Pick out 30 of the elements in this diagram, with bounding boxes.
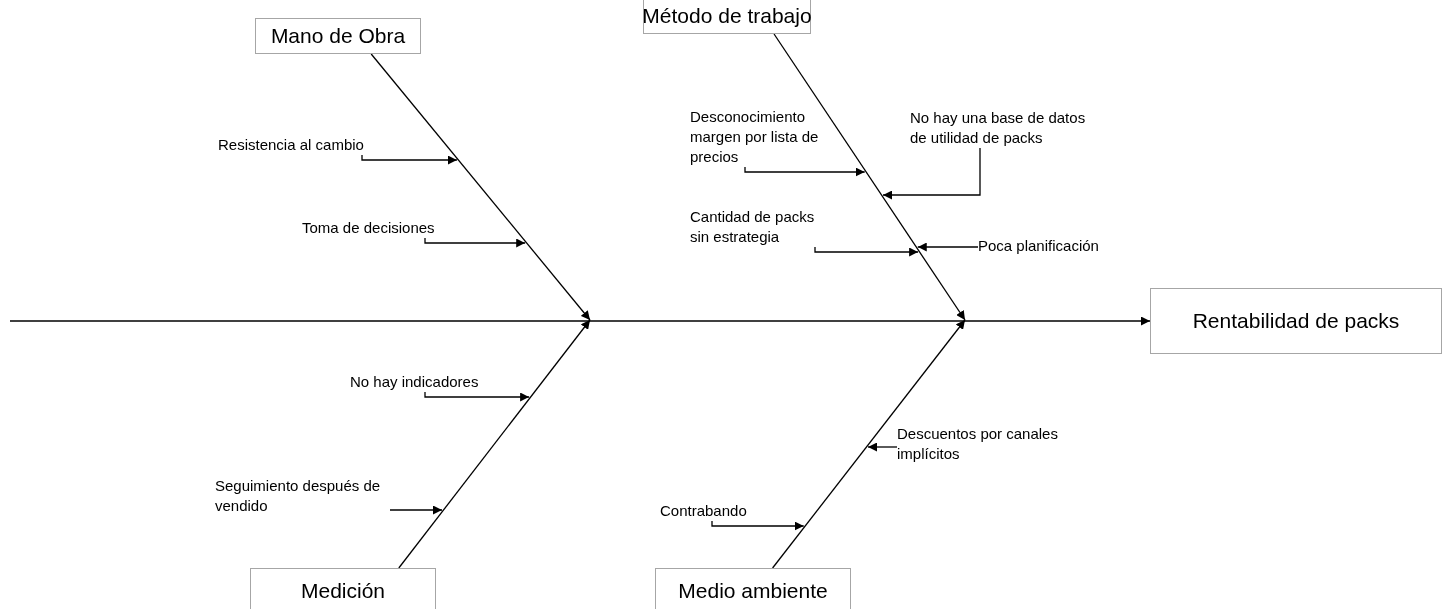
category-box: Medio ambiente (655, 568, 851, 609)
cause-label: Seguimiento después de vendido (215, 476, 390, 516)
cause-arrow (814, 246, 919, 257)
bone-arrow (771, 319, 966, 569)
cause-label: No hay una base de datos de utilidad de packs (910, 108, 1090, 148)
cause-label: Toma de decisiones (302, 218, 435, 238)
cause-arrow (744, 166, 866, 177)
cause-label: Descuentos por canales implícitos (897, 424, 1067, 464)
cause-arrow (711, 520, 805, 531)
bone-arrow (398, 319, 591, 569)
cause-label: Contrabando (660, 501, 747, 521)
category-box: Mano de Obra (255, 18, 421, 54)
bone-arrow (773, 33, 966, 321)
spine-arrow (9, 316, 1151, 326)
cause-label: No hay indicadores (350, 372, 479, 392)
cause-arrow (389, 505, 443, 515)
cause-arrow (867, 442, 898, 452)
category-box: Medición (250, 568, 436, 609)
cause-arrow (917, 242, 979, 252)
bone-arrow (370, 53, 591, 321)
cause-label: Desconocimiento margen por lista de precios (690, 107, 825, 167)
cause-arrow (882, 147, 981, 200)
category-box: Método de trabajo (643, 0, 811, 34)
cause-label: Resistencia al cambio (218, 135, 364, 155)
cause-arrow (424, 391, 530, 402)
cause-label: Poca planificación (978, 236, 1099, 256)
cause-arrow (361, 154, 458, 165)
effect-box: Rentabilidad de packs (1150, 288, 1442, 354)
cause-arrow (424, 237, 526, 248)
cause-label: Cantidad de packs sin estrategia (690, 207, 820, 247)
